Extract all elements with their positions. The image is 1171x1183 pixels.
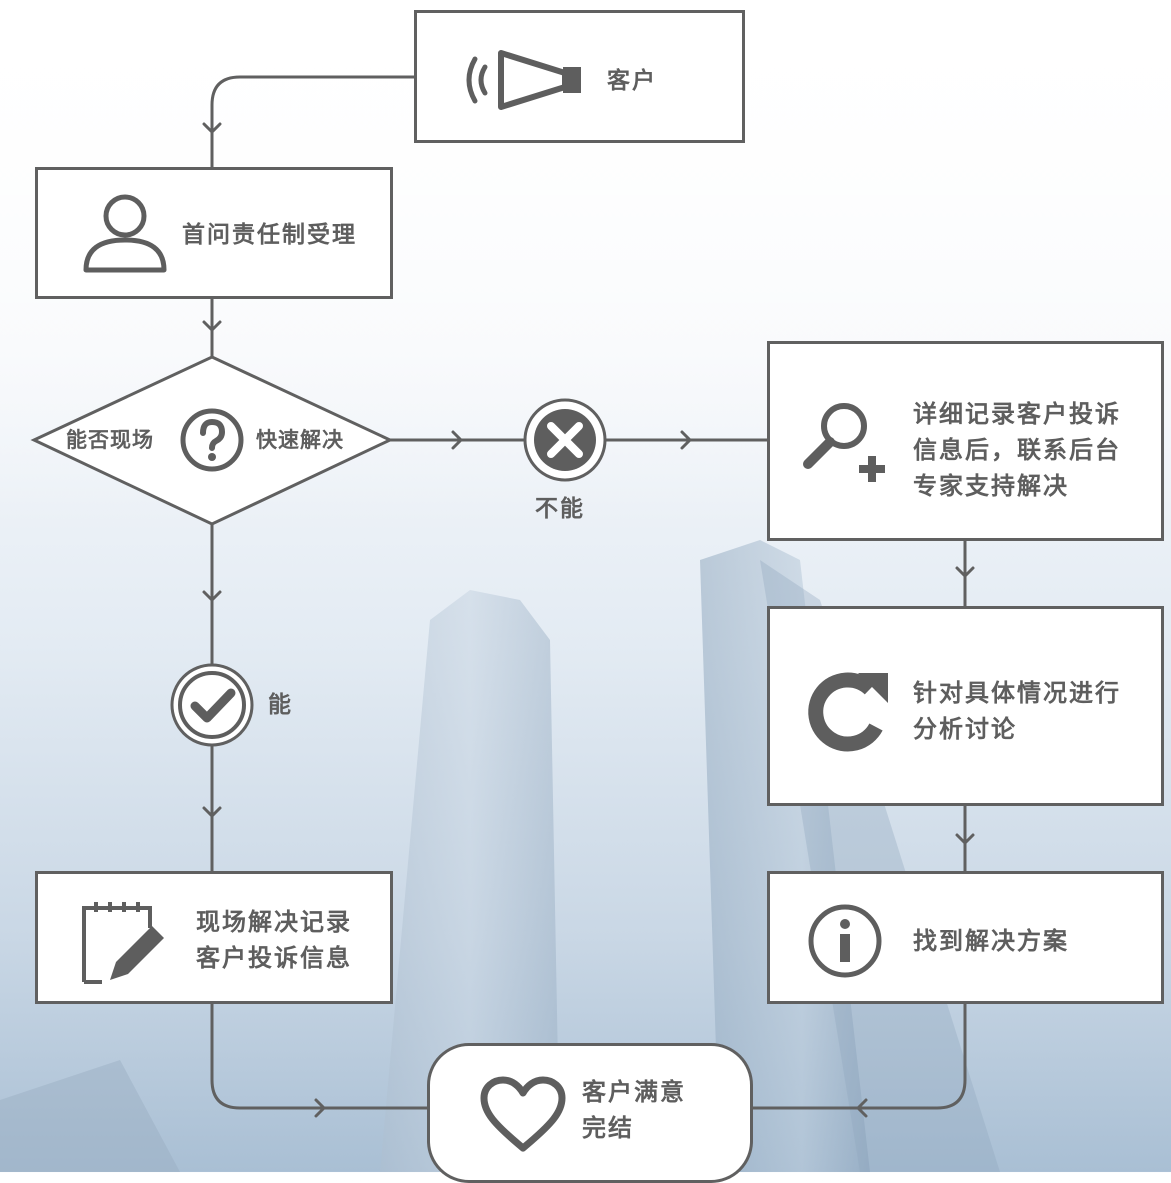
solution-label: 找到解决方案 bbox=[913, 927, 1069, 955]
decision-label-right: 快速解决 bbox=[256, 428, 344, 452]
satisfied-line1: 客户满意 bbox=[582, 1078, 686, 1106]
node-first-contact: 首问责任制受理 bbox=[35, 167, 393, 299]
record-complaint-line2: 信息后，联系后台 bbox=[913, 436, 1121, 464]
arrowhead bbox=[856, 1098, 868, 1118]
x-circle-icon bbox=[523, 398, 607, 482]
arrowhead bbox=[955, 833, 975, 845]
node-solution: 找到解决方案 bbox=[767, 871, 1164, 1004]
notepad-edit-icon bbox=[82, 902, 164, 984]
decision-label-left: 能否现场 bbox=[66, 428, 154, 452]
arrowhead bbox=[202, 590, 222, 602]
edge-customer-to-first-contact bbox=[210, 75, 417, 169]
edge-onsite-to-satisfied bbox=[210, 1001, 430, 1110]
record-complaint-line3: 专家支持解决 bbox=[913, 472, 1069, 500]
megaphone-icon bbox=[466, 50, 581, 110]
onsite-record-line2: 客户投诉信息 bbox=[196, 944, 352, 972]
heart-icon bbox=[480, 1076, 566, 1152]
edge-no-label: 不能 bbox=[535, 496, 585, 522]
edge-yes-label: 能 bbox=[268, 692, 293, 718]
edge-solution-to-satisfied bbox=[750, 1001, 967, 1110]
node-satisfied: 客户满意 完结 bbox=[427, 1043, 753, 1183]
satisfied-line2: 完结 bbox=[582, 1114, 634, 1142]
search-plus-icon bbox=[803, 403, 885, 482]
node-analysis: 针对具体情况进行 分析讨论 bbox=[767, 606, 1164, 806]
analysis-line2: 分析讨论 bbox=[913, 715, 1017, 743]
customer-label: 客户 bbox=[607, 68, 657, 94]
arrowhead bbox=[202, 806, 222, 818]
arrowhead bbox=[314, 1098, 326, 1118]
check-circle-icon bbox=[170, 663, 254, 747]
arrowhead bbox=[202, 122, 222, 134]
node-record-complaint: 详细记录客户投诉 信息后，联系后台 专家支持解决 bbox=[767, 341, 1164, 541]
arrowhead bbox=[680, 430, 692, 450]
refresh-icon bbox=[808, 672, 888, 752]
node-customer: 客户 bbox=[414, 10, 745, 143]
first-contact-label: 首问责任制受理 bbox=[182, 222, 357, 248]
arrowhead bbox=[451, 430, 463, 450]
user-icon bbox=[83, 194, 167, 273]
question-icon bbox=[180, 408, 244, 472]
arrowhead bbox=[955, 566, 975, 578]
arrowhead bbox=[202, 320, 222, 332]
node-onsite-record: 现场解决记录 客户投诉信息 bbox=[35, 871, 393, 1004]
onsite-record-line1: 现场解决记录 bbox=[196, 908, 352, 936]
info-icon bbox=[808, 904, 882, 978]
record-complaint-line1: 详细记录客户投诉 bbox=[913, 400, 1121, 428]
analysis-line1: 针对具体情况进行 bbox=[913, 679, 1121, 707]
